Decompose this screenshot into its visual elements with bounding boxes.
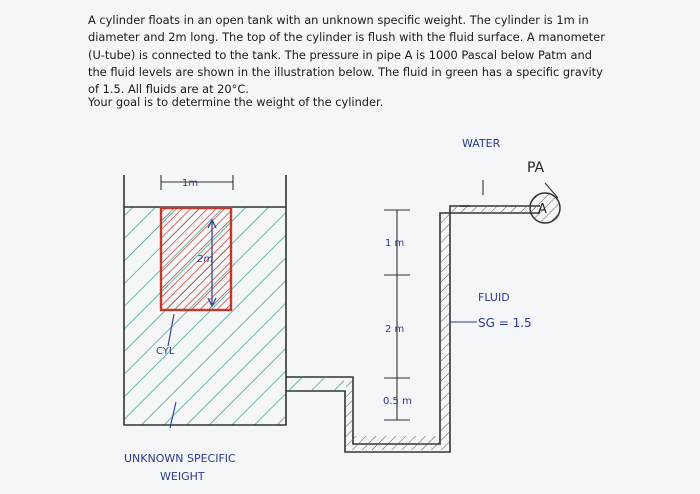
unknown-line1: UNKNOWN SPECIFIC [124, 452, 236, 465]
cylinder: 2m [159, 206, 233, 312]
dim-05m-label: 0.5 m [383, 396, 412, 407]
cyl-length-label: 2m [197, 254, 213, 265]
cylinder-body [159, 206, 233, 312]
unknown-line2: WEIGHT [160, 470, 205, 483]
arrow-up-icon [207, 218, 217, 229]
height-dimensions: 1 m 2 m 0.5 m [383, 209, 412, 421]
dim-2m-label: 2 m [385, 324, 404, 335]
water-label: WATER [462, 137, 501, 150]
dim-1m-label: 1 m [385, 238, 404, 249]
fluid-annotation: FLUID SG = 1.5 [450, 291, 532, 330]
pipe-a-circle [529, 192, 561, 224]
pipe-a-label: A [538, 202, 547, 217]
cyl-pointer [167, 313, 175, 347]
problem-text: A cylinder floats in an open tank with a… [88, 13, 605, 97]
problem-statement: A cylinder floats in an open tank with a… [88, 12, 608, 98]
pa-label: PA [527, 160, 545, 176]
diameter-label: 1m [182, 178, 198, 189]
connecting-pipe [286, 205, 470, 453]
sg-label: SG = 1.5 [478, 316, 532, 330]
pipe-a: A PA [527, 160, 561, 224]
unknown-weight-annotation: UNKNOWN SPECIFIC WEIGHT [124, 401, 236, 483]
tank-walls [123, 175, 287, 426]
arrow-down-icon [207, 297, 217, 308]
diameter-dimension: 1m [160, 175, 234, 190]
fluid-label: FLUID [478, 291, 510, 304]
water-pipe: WATER [452, 137, 540, 214]
goal-statement: Your goal is to determine the weight of … [88, 95, 384, 109]
cyl-label: CYL [156, 346, 175, 357]
